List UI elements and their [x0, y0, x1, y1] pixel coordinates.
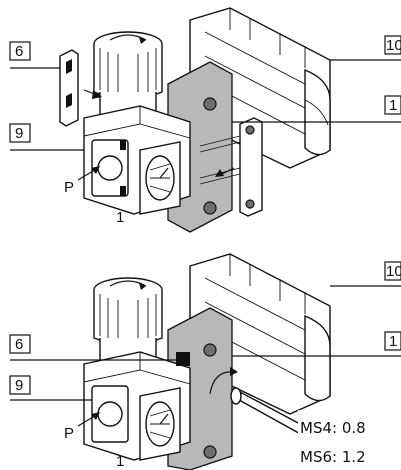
- callout-6: 6: [15, 336, 23, 353]
- bracket-part-top: [59, 49, 102, 127]
- top-illustration: 1 P 6: [9, 7, 401, 233]
- port-p-opening: [97, 155, 123, 181]
- callout-10: 10: [386, 263, 401, 280]
- regulator-body-top: 1: [83, 105, 191, 226]
- port-number-mark: 1: [116, 453, 124, 470]
- plate-screw-1: [203, 97, 217, 111]
- callout-6: 6: [15, 43, 23, 60]
- callout-1: 1: [389, 97, 397, 114]
- rotation-arrow-icon: [109, 34, 147, 41]
- clamp-screws-top: [199, 117, 263, 217]
- port-p-callout-bottom: P: [64, 412, 100, 442]
- port-number-mark: 1: [116, 209, 124, 226]
- port-letter: P: [64, 179, 74, 196]
- torque-note-ms6: MS6: 1.2: [300, 448, 366, 466]
- port-letter: P: [64, 425, 74, 442]
- callouts-bottom: 6 9 10 1: [9, 261, 401, 401]
- callout-1: 1: [389, 333, 397, 350]
- callout-10: 10: [386, 37, 401, 54]
- callouts-top: 6 9 10 1: [9, 35, 401, 151]
- callout-9: 9: [15, 377, 23, 394]
- plate-screw-2: [203, 201, 217, 215]
- rotation-arrow-icon: [109, 280, 147, 287]
- regulator-body-bottom: 1: [83, 351, 191, 470]
- regulator-cap-bottom: [93, 277, 163, 368]
- regulator-cap-top: [93, 31, 163, 122]
- callout-9: 9: [15, 125, 23, 142]
- bottom-illustration: 1 P 6 9 10 1: [9, 253, 401, 470]
- torque-notes: MS4: 0.8 MS6: 1.2: [298, 410, 401, 470]
- port-p-callout-top: P: [64, 166, 100, 196]
- torque-note-ms4: MS4: 0.8: [300, 419, 366, 437]
